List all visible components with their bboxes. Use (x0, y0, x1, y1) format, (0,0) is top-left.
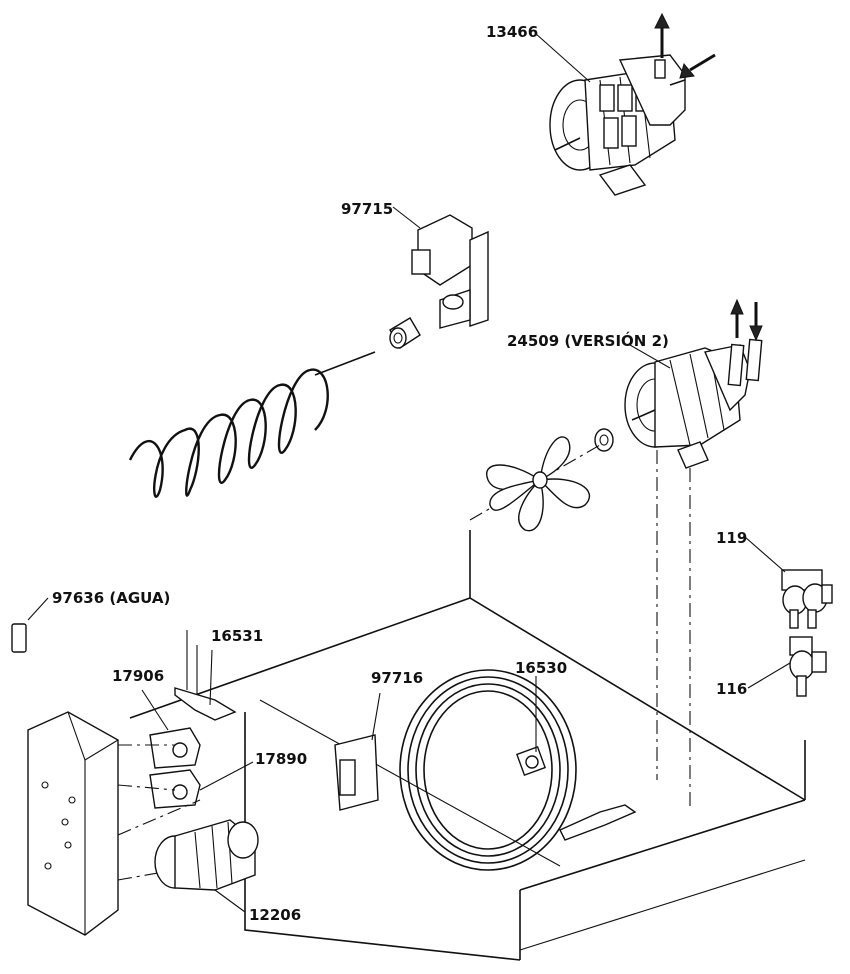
label-13466: 13466 (486, 23, 538, 41)
label-119: 119 (716, 529, 747, 547)
part-16530 (399, 669, 637, 871)
control-box (27, 711, 201, 936)
valve-119 (744, 536, 833, 629)
label-16530: 16530 (515, 659, 567, 677)
part-16531 (174, 630, 237, 721)
label-12206: 12206 (249, 906, 301, 924)
label-16531: 16531 (211, 627, 263, 645)
part-17906 (141, 689, 201, 769)
label-116: 116 (716, 680, 747, 698)
label-97715: 97715 (341, 200, 393, 218)
label-97716: 97716 (371, 669, 423, 687)
motor-13466 (534, 12, 716, 196)
base-frame (129, 530, 806, 961)
valve-116 (747, 636, 827, 697)
label-24509: 24509 (VERSIÓN 2) (507, 331, 669, 350)
part-12206 (154, 819, 259, 913)
part-97716 (334, 692, 381, 811)
heating-coil (128, 351, 376, 498)
part-97636 (11, 597, 49, 653)
motor-24509 (469, 298, 763, 810)
fan-blade (486, 436, 591, 532)
part-17890 (149, 761, 254, 809)
label-17890: 17890 (255, 750, 307, 768)
label-17906: 17906 (112, 667, 164, 685)
part-97715 (389, 206, 489, 349)
part-labels: 13466 97715 24509 (VERSIÓN 2) 119 116 97… (52, 23, 747, 924)
label-97636: 97636 (AGUA) (52, 589, 170, 607)
